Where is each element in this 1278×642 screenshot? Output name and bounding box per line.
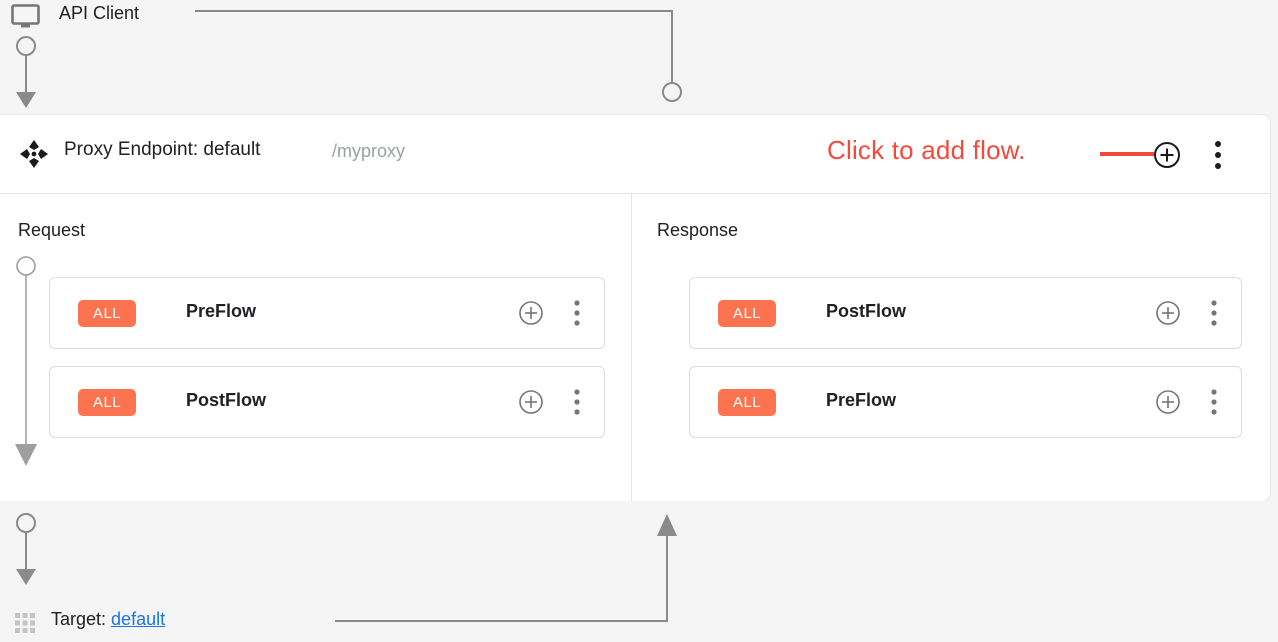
target-endpoint-row: Target: default	[0, 501, 1278, 642]
request-flow-list: ALL PreFlow	[49, 277, 605, 455]
response-flow-list: ALL PostFlow	[689, 277, 1242, 455]
grid-dots-icon	[13, 611, 37, 635]
add-policy-button[interactable]	[1155, 300, 1181, 326]
add-policy-button[interactable]	[1155, 389, 1181, 415]
request-column-title: Request	[18, 220, 86, 240]
flow-card[interactable]: ALL PostFlow	[689, 277, 1242, 349]
annotation-pointer-line	[1100, 152, 1154, 156]
more-vert-icon[interactable]	[1205, 298, 1223, 328]
flow-card[interactable]: ALL PreFlow	[49, 277, 605, 349]
api-client-row: API Client	[0, 0, 1278, 115]
flow-card[interactable]: ALL PreFlow	[689, 366, 1242, 438]
flow-card[interactable]: ALL PostFlow	[49, 366, 605, 438]
client-flow-arrow-down-icon	[8, 32, 46, 110]
proxy-basepath: /myproxy	[332, 141, 406, 161]
flow-condition-badge: ALL	[718, 300, 776, 327]
flow-name: PreFlow	[826, 390, 897, 410]
flow-name: PostFlow	[186, 390, 266, 410]
target-label-row: Target: default	[51, 609, 165, 630]
target-flow-arrow-down-icon	[8, 509, 46, 587]
column-divider	[631, 194, 632, 501]
flow-condition-badge: ALL	[78, 389, 136, 416]
move-handle-icon[interactable]	[19, 139, 49, 169]
proxy-endpoint-title: Proxy Endpoint: default	[64, 139, 261, 160]
monitor-icon	[11, 4, 40, 28]
add-flow-annotation: Click to add flow.	[827, 135, 1026, 165]
flow-name: PostFlow	[826, 301, 906, 321]
response-column-title: Response	[657, 220, 739, 240]
more-vert-icon[interactable]	[1205, 387, 1223, 417]
add-policy-button[interactable]	[518, 300, 544, 326]
target-label: Target:	[51, 609, 107, 629]
target-to-proxy-connector	[330, 506, 680, 631]
proxy-endpoint-panel: Proxy Endpoint: default /myproxy Click t…	[0, 115, 1270, 501]
flow-condition-badge: ALL	[78, 300, 136, 327]
target-endpoint-link[interactable]: default	[111, 609, 166, 629]
request-flow-arrow-down-icon	[8, 256, 46, 474]
add-flow-button[interactable]	[1153, 141, 1181, 169]
proxy-flows-body: Request ALL PreFlow	[0, 194, 1270, 501]
flow-name: PreFlow	[186, 301, 257, 321]
api-client-label: API Client	[59, 3, 140, 23]
more-vert-icon[interactable]	[568, 298, 586, 328]
add-policy-button[interactable]	[518, 389, 544, 415]
more-vert-icon[interactable]	[568, 387, 586, 417]
proxy-endpoint-header: Proxy Endpoint: default /myproxy Click t…	[0, 115, 1270, 194]
flow-condition-badge: ALL	[718, 389, 776, 416]
client-to-proxy-connector	[195, 0, 695, 112]
more-vert-icon[interactable]	[1208, 139, 1228, 171]
